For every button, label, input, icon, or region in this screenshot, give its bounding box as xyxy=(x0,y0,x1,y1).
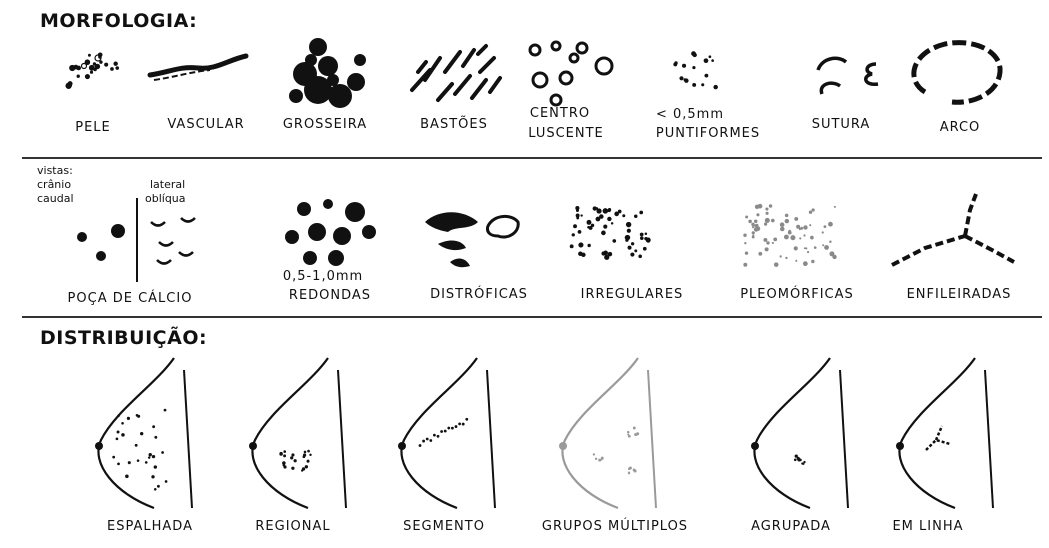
arco-illustration xyxy=(914,43,1000,103)
label-irregulares: IRREGULARES xyxy=(553,287,711,302)
breast-agrupada xyxy=(751,358,848,508)
label-puntiformes: PUNTIFORMES xyxy=(625,126,791,141)
poca-de-calcio-illustration xyxy=(77,198,195,282)
breast-regional xyxy=(249,358,346,508)
label-agrupada: AGRUPADA xyxy=(730,519,852,534)
centro-luscente-illustration xyxy=(530,42,612,105)
label-size-lt-05: < 0,5mm xyxy=(648,107,732,122)
label-luscente: LUSCENTE xyxy=(510,126,622,141)
breast-em-linha xyxy=(896,358,993,508)
breast-segmento xyxy=(398,358,495,508)
label-em-linha: EM LINHA xyxy=(872,519,984,534)
label-obliqua: oblíqua xyxy=(145,193,186,205)
label-caudal: caudal xyxy=(37,193,74,205)
label-regional: REGIONAL xyxy=(238,519,348,534)
pleomorficas-illustration xyxy=(743,204,836,267)
label-arco: ARCO xyxy=(924,120,996,135)
label-grupos-multiplos: GRUPOS MÚLTIPLOS xyxy=(509,519,721,534)
redondas-illustration xyxy=(285,199,376,266)
puntiformes-illustration xyxy=(673,51,718,89)
breast-espalhada xyxy=(95,358,192,508)
label-pleomorficas: PLEOMÓRFICAS xyxy=(713,287,881,302)
label-distroficas: DISTRÓFICAS xyxy=(405,287,553,302)
label-vistas: vistas: xyxy=(37,165,73,177)
irregulares-illustration xyxy=(570,206,651,260)
label-bastoes: BASTÕES xyxy=(402,117,506,132)
distroficas-illustration xyxy=(425,212,518,267)
label-grosseira: GROSSEIRA xyxy=(265,117,385,132)
label-segmento: SEGMENTO xyxy=(385,519,503,534)
vascular-illustration xyxy=(150,56,246,80)
label-size-05-10: 0,5-1,0mm xyxy=(268,269,378,284)
label-poca-de-calcio: POÇA DE CÁLCIO xyxy=(30,291,230,306)
breast-grupos-multiplos xyxy=(559,358,656,508)
label-sutura: SUTURA xyxy=(795,117,887,132)
grosseira-illustration xyxy=(289,38,366,108)
pele-dots-illustration xyxy=(65,52,119,88)
label-enfileiradas: ENFILEIRADAS xyxy=(884,287,1034,302)
bastoes-illustration xyxy=(412,46,500,100)
sutura-illustration xyxy=(818,58,878,94)
label-espalhada: ESPALHADA xyxy=(85,519,215,534)
label-lateral: lateral xyxy=(150,179,185,191)
label-redondas: REDONDAS xyxy=(268,288,392,303)
enfileiradas-illustration xyxy=(892,194,1014,265)
label-pele: PELE xyxy=(58,120,128,135)
label-vascular: VASCULAR xyxy=(147,117,265,132)
label-centro: CENTRO xyxy=(510,106,610,121)
label-cranio: crânio xyxy=(37,179,71,191)
